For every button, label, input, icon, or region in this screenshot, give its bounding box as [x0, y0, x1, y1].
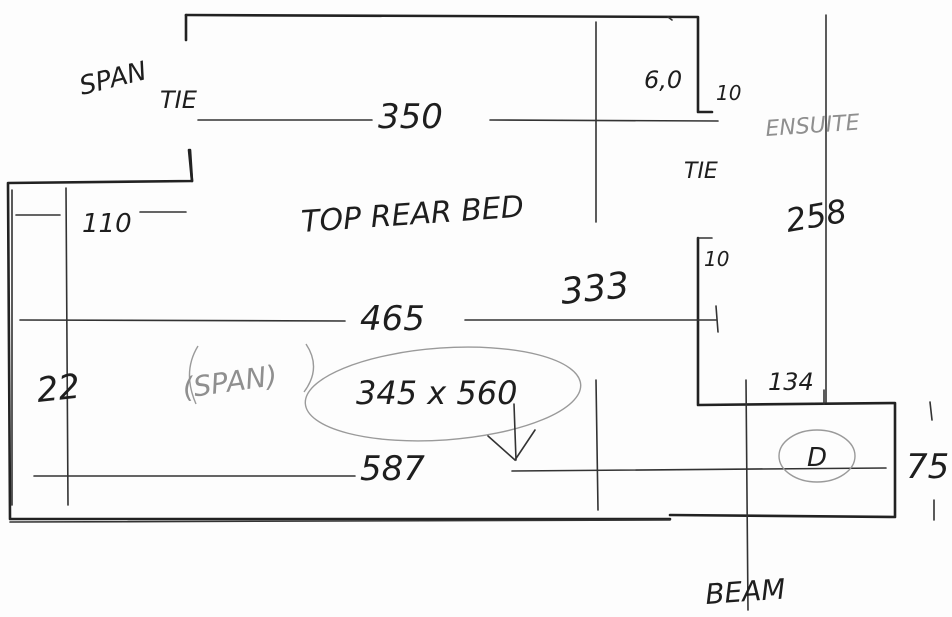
label-dim-587: 587	[360, 449, 425, 489]
label-room-name: TOP REAR BED	[300, 190, 525, 240]
beam-line-bottom	[745, 379, 749, 611]
partition-left	[65, 187, 69, 506]
dim-tick-465	[715, 305, 719, 333]
beam-arrow	[487, 403, 536, 462]
wall-outline	[6, 13, 897, 521]
label-beam-size: 345 x 560	[356, 374, 517, 412]
label-tie-right: TIE	[684, 159, 718, 184]
dim-line-465	[19, 319, 717, 322]
label-span-top: SPAN	[76, 56, 149, 102]
dim-line-587	[33, 467, 887, 477]
label-beam-bottom: BEAM	[704, 572, 786, 611]
beam-size-ellipse	[304, 346, 582, 442]
wall-top-tick	[667, 16, 673, 21]
label-dim-110: 110	[82, 209, 132, 239]
label-dim-465: 465	[360, 299, 425, 339]
span-bracket	[188, 343, 315, 405]
label-dim-60: 6,0	[644, 66, 682, 94]
label-dim-10-top: 10	[716, 81, 741, 105]
bottom-wall-double	[9, 519, 671, 523]
label-dim-75: 75	[906, 447, 949, 487]
label-tie-top: TIE	[160, 86, 198, 114]
label-dim-333: 333	[559, 265, 632, 313]
partition-mid-lower	[595, 379, 599, 511]
door-circle	[778, 429, 856, 483]
label-dim-134: 134	[768, 368, 814, 396]
label-door-mark: D	[807, 443, 827, 473]
label-ensuite: ENSUITE	[765, 110, 861, 142]
dim-line-350	[197, 119, 719, 122]
label-dim-22: 22	[35, 367, 82, 411]
label-span-mid: (SPAN)	[180, 359, 279, 405]
label-dim-258: 258	[783, 192, 850, 240]
label-dim-10-mid: 10	[704, 247, 729, 271]
partition-left-box	[11, 189, 61, 506]
label-dim-350: 350	[378, 97, 443, 137]
dim-line-75	[929, 401, 935, 521]
wall-left-top	[184, 13, 194, 183]
